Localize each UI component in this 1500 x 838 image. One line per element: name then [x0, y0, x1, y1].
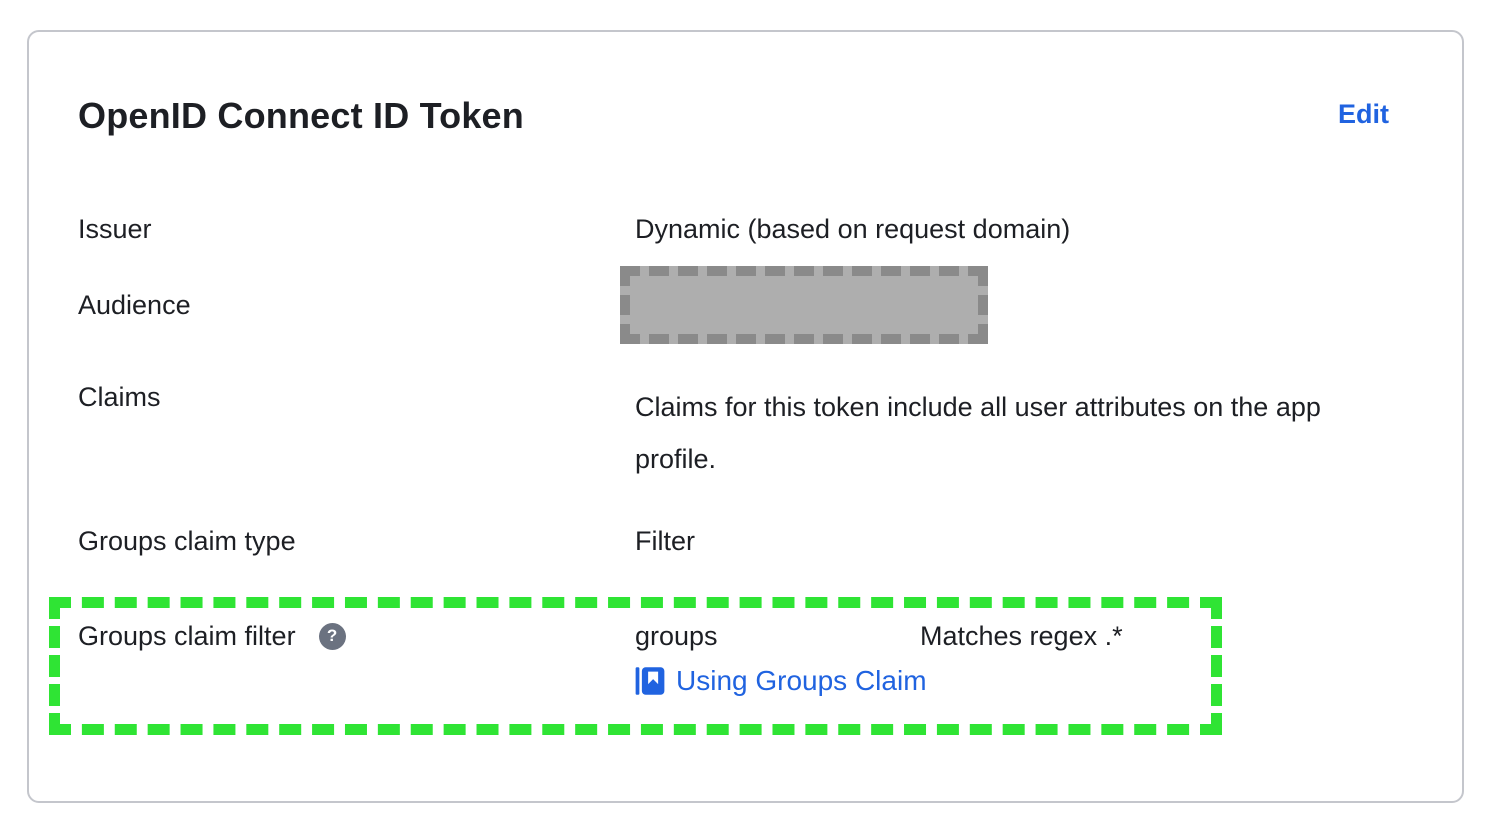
- using-groups-claim-link[interactable]: Using Groups Claim: [635, 664, 927, 698]
- claims-row: Claims Claims for this token include all…: [78, 381, 1389, 485]
- issuer-row: Issuer Dynamic (based on request domain): [78, 213, 1389, 245]
- using-groups-claim-label: Using Groups Claim: [676, 665, 927, 696]
- audience-label: Audience: [78, 290, 191, 320]
- issuer-label: Issuer: [78, 214, 152, 244]
- groups-claim-filter-condition: Matches regex .*: [920, 621, 1123, 651]
- claims-label: Claims: [78, 382, 161, 412]
- card-header: OpenID Connect ID Token Edit: [78, 98, 1389, 134]
- groups-claim-filter-row: Groups claim filter ? groups Matches reg…: [78, 620, 1211, 652]
- doc-link-row: Using Groups Claim: [635, 664, 1211, 698]
- page-title: OpenID Connect ID Token: [78, 95, 524, 136]
- issuer-value: Dynamic (based on request domain): [635, 214, 1071, 244]
- groups-claim-type-row: Groups claim type Filter: [78, 525, 1389, 557]
- groups-claim-filter-label: Groups claim filter: [78, 621, 296, 651]
- audience-value-redacted-box: [620, 266, 988, 344]
- edit-button[interactable]: Edit: [1338, 99, 1389, 129]
- audience-row: Audience: [78, 266, 1389, 344]
- groups-claim-filter-value: groups: [635, 621, 718, 651]
- groups-claim-filter-highlight: Groups claim filter ? groups Matches reg…: [49, 597, 1222, 735]
- groups-claim-type-label: Groups claim type: [78, 526, 296, 556]
- openid-connect-id-token-card: OpenID Connect ID Token Edit Issuer Dyna…: [27, 30, 1464, 803]
- book-icon: [635, 667, 665, 695]
- groups-claim-type-value: Filter: [635, 526, 695, 556]
- claims-value: Claims for this token include all user a…: [635, 392, 1321, 474]
- help-icon[interactable]: ?: [318, 622, 346, 650]
- groups-claim-filter-label-cell: Groups claim filter ?: [78, 620, 635, 652]
